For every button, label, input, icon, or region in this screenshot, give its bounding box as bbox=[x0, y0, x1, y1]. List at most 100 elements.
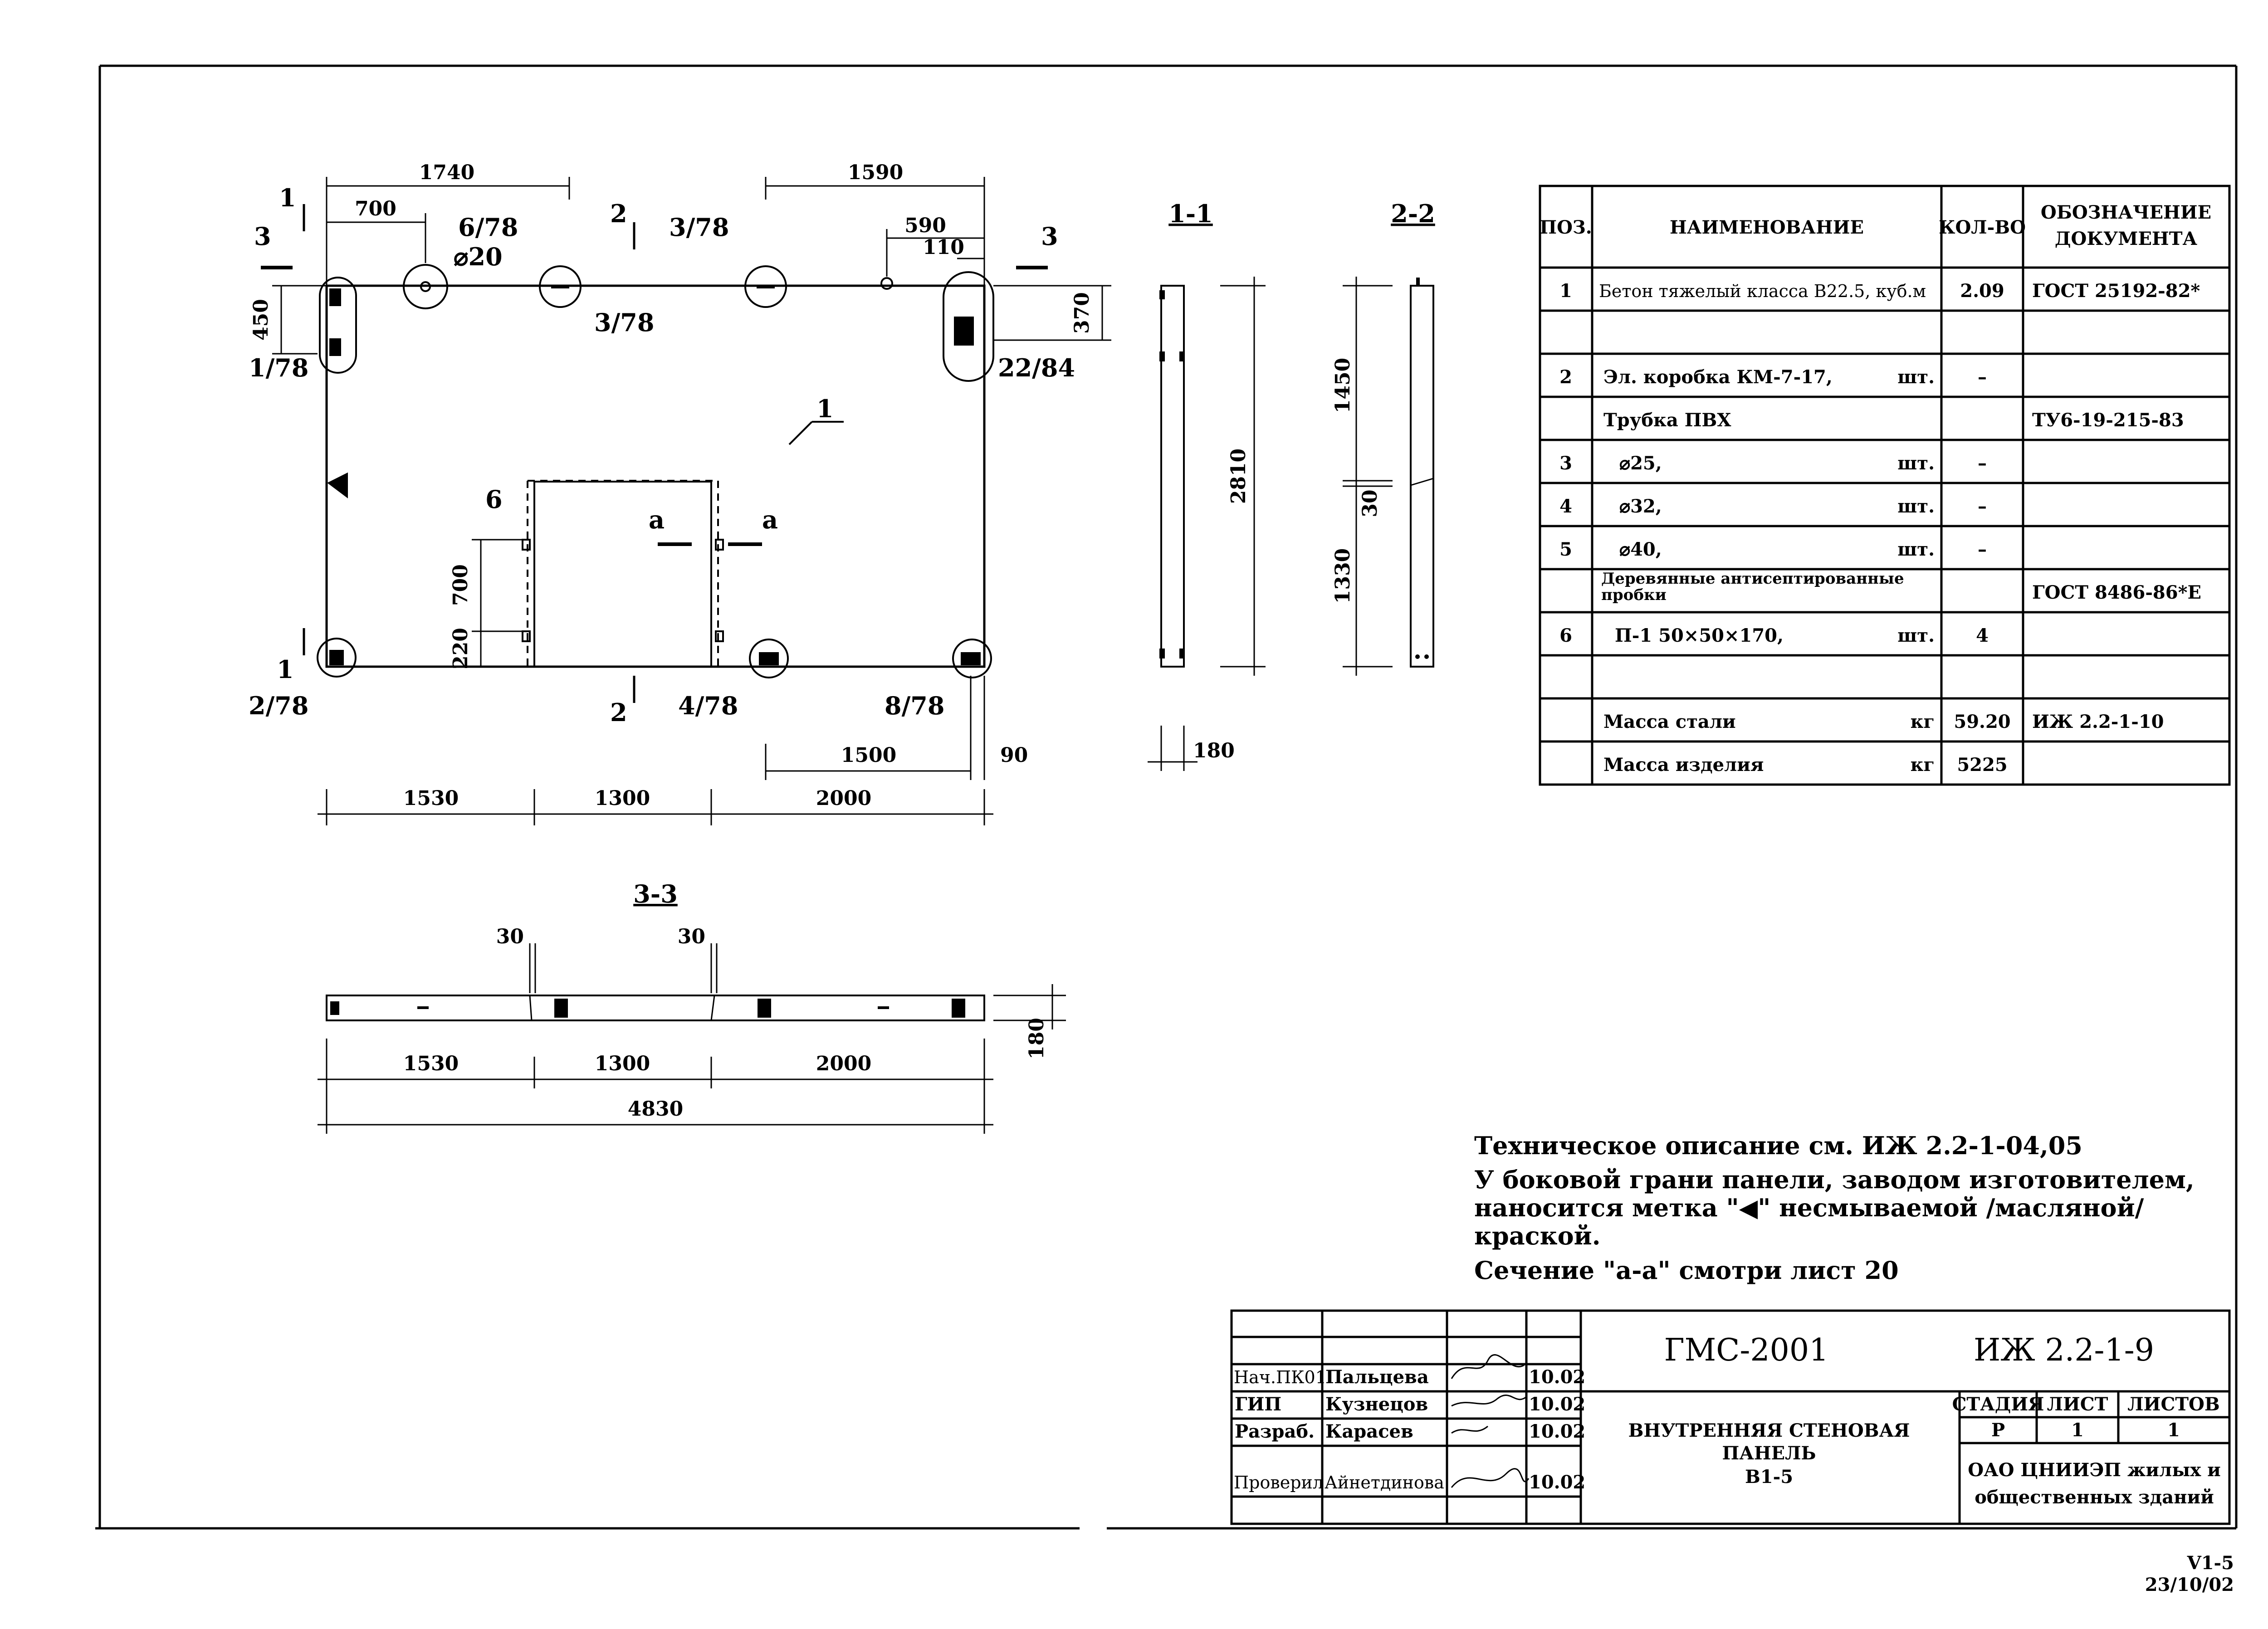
dim-1590: 1590 bbox=[848, 161, 903, 184]
svg-text:шт.: шт. bbox=[1897, 496, 1935, 517]
title-line: ПАНЕЛЬ bbox=[1722, 1443, 1816, 1464]
spec-row: Деревянные антисептированные пробки ГОСТ… bbox=[1601, 571, 2201, 603]
section-1-1-width: 180 bbox=[1193, 739, 1235, 762]
section-1-1: 1-1 2810 180 bbox=[1148, 199, 1266, 771]
note-line: краской. bbox=[1474, 1221, 1601, 1250]
note-line: У боковой грани панели, заводом изготови… bbox=[1474, 1165, 2195, 1194]
svg-text:1: 1 bbox=[1559, 280, 1572, 302]
section-3-3-dim-1530: 1530 bbox=[403, 1052, 459, 1075]
svg-text:2.09: 2.09 bbox=[1960, 280, 2004, 302]
svg-text:шт.: шт. bbox=[1897, 453, 1935, 474]
callout-pos-6: 6 bbox=[485, 485, 503, 514]
spec-row: 5 ⌀40, шт. – bbox=[1559, 539, 1987, 560]
section-mark-symbols bbox=[261, 204, 1048, 703]
callout-dia20: ⌀20 bbox=[454, 242, 503, 271]
signature-row: Разраб. Карасев 10.02 bbox=[1235, 1421, 1585, 1442]
note-line: наносится метка "◀" несмываемой /масляно… bbox=[1474, 1193, 2144, 1222]
section-mark-a-left: а bbox=[649, 505, 665, 534]
title-line: ВНУТРЕННЯЯ СТЕНОВАЯ bbox=[1628, 1420, 1910, 1441]
svg-text:–: – bbox=[1978, 496, 1987, 517]
callout-6-78: 6/78 bbox=[458, 213, 518, 242]
spec-row: 6 П-1 50×50×170, шт. 4 bbox=[1559, 625, 1989, 646]
dim-590: 590 bbox=[904, 214, 946, 237]
dim-700: 700 bbox=[355, 197, 396, 220]
svg-text:ГОСТ 8486-86*Е: ГОСТ 8486-86*Е bbox=[2032, 582, 2201, 603]
svg-text:Кузнецов: Кузнецов bbox=[1325, 1394, 1428, 1415]
svg-text:5: 5 bbox=[1559, 539, 1572, 560]
svg-text:Проверил: Проверил bbox=[1234, 1473, 1324, 1492]
spec-row: 3 ⌀25, шт. – bbox=[1559, 453, 1987, 474]
svg-text:шт.: шт. bbox=[1897, 625, 1935, 646]
panel-outline bbox=[325, 284, 986, 668]
section-1-1-title: 1-1 bbox=[1168, 199, 1213, 228]
svg-text:–: – bbox=[1978, 539, 1987, 560]
note-line: Техническое описание см. ИЖ 2.2-1-04,05 bbox=[1474, 1131, 2082, 1160]
svg-text:Масса стали: Масса стали bbox=[1603, 711, 1736, 732]
svg-text:П-1 50×50×170,: П-1 50×50×170, bbox=[1615, 625, 1784, 646]
signature-row: ГИП Кузнецов 10.02 bbox=[1235, 1394, 1585, 1415]
stage-value: Р bbox=[1991, 1419, 2005, 1441]
note-line: Сечение "а-а" смотри лист 20 bbox=[1474, 1256, 1899, 1285]
section-2-2-lower: 1330 bbox=[1331, 548, 1354, 604]
svg-text:кг: кг bbox=[1911, 754, 1935, 775]
spec-row: 2 Эл. коробка КМ-7-17, шт. – bbox=[1559, 366, 1987, 388]
dim-220: 220 bbox=[449, 628, 472, 669]
svg-text:ГИП: ГИП bbox=[1235, 1394, 1281, 1415]
callout-3-78-b: 3/78 bbox=[594, 308, 654, 337]
svg-text:–: – bbox=[1978, 366, 1987, 388]
callout-pos-1: 1 bbox=[816, 394, 834, 423]
document-code: ИЖ 2.2-1-9 bbox=[1974, 1332, 2154, 1368]
svg-text:ИЖ 2.2-1-10: ИЖ 2.2-1-10 bbox=[2032, 711, 2164, 732]
svg-text:⌀40,: ⌀40, bbox=[1619, 539, 1662, 560]
dim-450: 450 bbox=[249, 299, 273, 341]
callout-4-78: 4/78 bbox=[678, 691, 738, 720]
organization-line: ОАО ЦНИИЭП жилых и bbox=[1968, 1459, 2221, 1481]
svg-text:10.02: 10.02 bbox=[1529, 1472, 1585, 1493]
sheets-value: 1 bbox=[2167, 1419, 2180, 1441]
section-mark-1-bottom: 1 bbox=[277, 655, 294, 684]
svg-text:Нач.ПК01: Нач.ПК01 bbox=[1234, 1367, 1326, 1387]
spec-header-name: НАИМЕНОВАНИЕ bbox=[1670, 217, 1864, 238]
title-block: ГМС-2001 ИЖ 2.2-1-9 Нач.ПК01 Пальцева 10… bbox=[1230, 1309, 2231, 1525]
dim-370: 370 bbox=[1070, 292, 1094, 334]
svg-text:Разраб.: Разраб. bbox=[1235, 1421, 1315, 1442]
spec-row: 1 Бетон тяжелый класса В22.5, куб.м 2.09… bbox=[1559, 280, 2200, 302]
section-mark-a-right: а bbox=[762, 505, 778, 534]
stage-label: СТАДИЯ bbox=[1952, 1394, 2044, 1415]
elevation-dimension-lines bbox=[272, 177, 1111, 825]
footer-date: 23/10/02 bbox=[2145, 1574, 2234, 1595]
svg-text:Карасев: Карасев bbox=[1325, 1421, 1413, 1442]
svg-text:Айнетдинова: Айнетдинова bbox=[1325, 1473, 1444, 1492]
svg-text:Бетон тяжелый класса В22.5, ку: Бетон тяжелый класса В22.5, куб.м bbox=[1599, 281, 1926, 301]
section-3-3: 3-3 30 30 180 1530 1300 2000 bbox=[318, 879, 1066, 1134]
spec-row: Масса стали кг 59.20 ИЖ 2.2-1-10 bbox=[1603, 711, 2164, 732]
project-code: ГМС-2001 bbox=[1664, 1332, 1829, 1368]
svg-text:10.02: 10.02 bbox=[1529, 1394, 1585, 1415]
svg-text:⌀25,: ⌀25, bbox=[1619, 453, 1662, 474]
svg-text:Эл. коробка КМ-7-17,: Эл. коробка КМ-7-17, bbox=[1603, 366, 1833, 388]
panel-elevation: 1740 700 1590 590 110 450 370 700 220 15… bbox=[249, 161, 1111, 825]
section-mark-2-top: 2 bbox=[610, 199, 627, 228]
svg-text:5225: 5225 bbox=[1957, 754, 2007, 775]
sheet-value: 1 bbox=[2071, 1419, 2084, 1441]
technical-notes: Техническое описание см. ИЖ 2.2-1-04,05 … bbox=[1474, 1131, 2195, 1285]
svg-text:ГОСТ 25192-82*: ГОСТ 25192-82* bbox=[2032, 280, 2200, 302]
svg-text:ТУ6-19-215-83: ТУ6-19-215-83 bbox=[2032, 410, 2184, 431]
dim-1300: 1300 bbox=[595, 787, 650, 810]
svg-text:3: 3 bbox=[1559, 453, 1572, 474]
svg-text:Трубка ПВХ: Трубка ПВХ bbox=[1603, 410, 1731, 431]
dim-1500: 1500 bbox=[841, 744, 896, 767]
section-3-3-gap-right: 30 bbox=[678, 925, 705, 948]
spec-table: ПОЗ. НАИМЕНОВАНИЕ КОЛ-ВО ОБОЗНАЧЕНИЕ ДОК… bbox=[1539, 185, 2231, 786]
svg-text:Масса изделия: Масса изделия bbox=[1603, 754, 1764, 775]
callout-1-78: 1/78 bbox=[249, 353, 308, 382]
signature-row: Проверил Айнетдинова 10.02 bbox=[1234, 1472, 1585, 1493]
spec-header-qty: КОЛ-ВО bbox=[1939, 217, 2026, 238]
section-3-3-gap-left: 30 bbox=[496, 925, 524, 948]
dim-700-door: 700 bbox=[449, 564, 472, 606]
callout-3-78-a: 3/78 bbox=[669, 213, 729, 242]
section-3-3-thickness: 180 bbox=[1025, 1018, 1048, 1059]
spec-header-pos: ПОЗ. bbox=[1540, 217, 1592, 238]
section-mark-3-right: 3 bbox=[1041, 222, 1058, 251]
callout-2-78: 2/78 bbox=[249, 691, 308, 720]
